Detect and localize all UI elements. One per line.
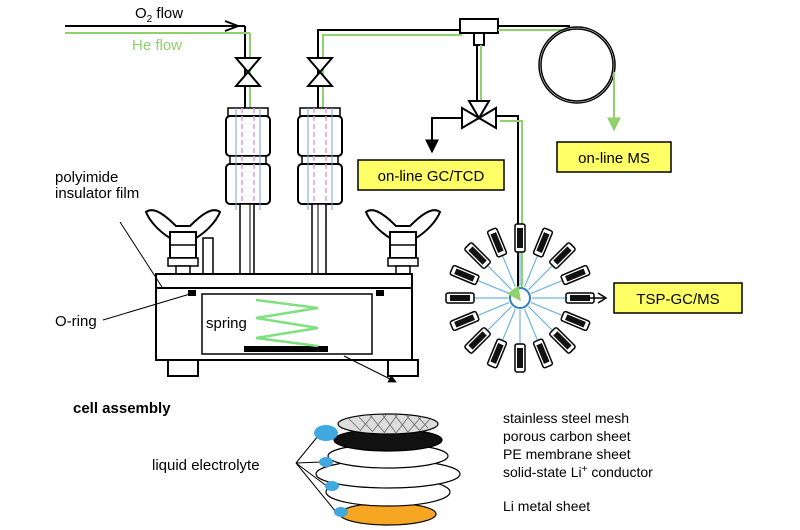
- capillary-coil: [538, 26, 621, 132]
- sample-tube: [514, 223, 526, 253]
- sample-tube: [464, 327, 491, 354]
- layer-label-membrane: PE membrane sheet: [503, 446, 631, 462]
- gc-tcd-label: on-line GC/TCD: [378, 168, 485, 185]
- sample-tube: [549, 242, 576, 269]
- polyimide-label-2: insulator film: [55, 185, 139, 202]
- sample-tube: [532, 338, 554, 369]
- he-line: [65, 32, 251, 110]
- sampler-spoke: [487, 265, 512, 290]
- sampler-spoke: [524, 255, 539, 288]
- o2-flow-label: O2 flow: [135, 5, 183, 25]
- sampler-spoke: [524, 308, 539, 341]
- sampler-spoke: [528, 265, 553, 290]
- sample-tube: [486, 227, 508, 258]
- sample-tube: [486, 338, 508, 369]
- sample-tube: [445, 292, 475, 304]
- sample-tube: [449, 264, 480, 286]
- layer-label-mesh: stainless steel mesh: [503, 410, 629, 426]
- cell-body: [155, 273, 413, 361]
- sample-tube: [565, 292, 595, 304]
- sample-tube: [514, 343, 526, 373]
- ms-box: on-line MS: [556, 141, 672, 173]
- spring-icon: [255, 298, 319, 348]
- liquid-electrolyte-label: liquid electrolyte: [152, 457, 260, 474]
- he-flow-label: He flow: [132, 37, 182, 54]
- three-way-valve: [461, 100, 497, 130]
- sample-tube: [449, 310, 480, 332]
- tsp-label: TSP-GC/MS: [636, 291, 719, 308]
- sample-tube: [560, 310, 591, 332]
- side-window: [202, 237, 214, 275]
- sample-tube: [560, 264, 591, 286]
- spring-label: spring: [206, 315, 247, 332]
- inlet-valve: [233, 57, 263, 87]
- gc-tcd-box: on-line GC/TCD: [357, 159, 505, 191]
- o2-line: [65, 20, 246, 110]
- rotary-sampler: [445, 223, 595, 373]
- sampler-spoke: [477, 279, 510, 294]
- sample-tube: [532, 227, 554, 258]
- sampler-spoke: [501, 308, 516, 341]
- inlet-fitting: [225, 107, 271, 210]
- tsp-box: TSP-GC/MS: [613, 282, 743, 314]
- electrolyte-droplets: [295, 425, 348, 517]
- sample-tube: [464, 242, 491, 269]
- sampler-spoke: [487, 306, 512, 331]
- t-junction: [459, 18, 499, 34]
- sampler-spoke: [528, 306, 553, 331]
- sampler-spoke: [530, 279, 563, 294]
- layer-label-conductor: solid-state Li+ conductor: [503, 464, 653, 480]
- sampler-spoke: [477, 302, 510, 317]
- ms-label: on-line MS: [578, 150, 650, 167]
- outlet-fitting: [297, 107, 343, 210]
- layer-label-carbon: porous carbon sheet: [503, 428, 631, 444]
- o-ring-label: O-ring: [55, 313, 97, 330]
- sampler-spoke: [501, 255, 516, 288]
- layer-label-li-metal: Li metal sheet: [503, 498, 590, 514]
- outlet-line: [317, 29, 462, 110]
- outlet-valve: [305, 57, 335, 87]
- cell-stack: [315, 413, 461, 526]
- cell-assembly-title: cell assembly: [73, 400, 171, 417]
- sampler-spoke: [530, 302, 563, 317]
- polyimide-label-1: polyimide: [55, 169, 118, 186]
- sample-tube: [549, 327, 576, 354]
